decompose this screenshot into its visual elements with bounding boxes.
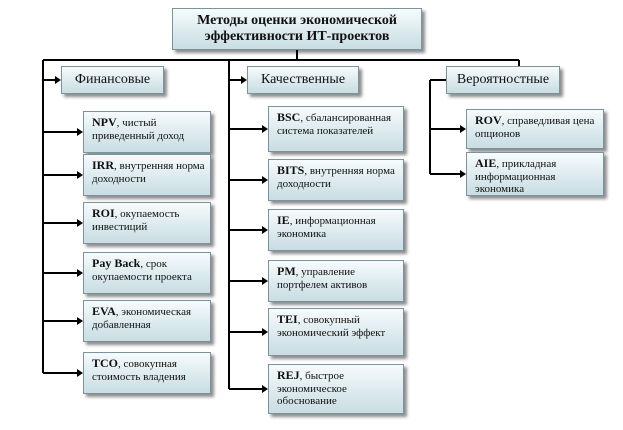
method-abbr: IRR <box>92 158 115 172</box>
category-probabilistic-label: Вероятностные <box>456 72 550 87</box>
category-qualitative-label: Качественные <box>260 72 346 87</box>
financial-arrow-2-arrowhead <box>77 219 83 227</box>
financial-arrow-5-arrowhead <box>77 369 83 377</box>
method-desc: , информационная экономика <box>277 215 376 240</box>
method-abbr: ROI <box>92 206 115 220</box>
method-desc: , прикладная информационная экономика <box>475 158 557 195</box>
root-title-text: Методы оценки экономической эффективност… <box>197 13 397 44</box>
method-abbr: NPV <box>92 115 117 129</box>
qualitative-arrow-4-arrowhead <box>262 328 268 336</box>
qualitative-arrow-0-arrowhead <box>262 125 268 133</box>
qualitative-arrow-5-arrowhead <box>262 385 268 393</box>
method-abbr: ROV <box>475 113 502 127</box>
method-desc: , совокупный экономический эффект <box>277 314 386 339</box>
method-abbr: IE <box>277 213 290 227</box>
method-box-pm: PM, управление портфелем активов <box>268 260 404 302</box>
method-desc: , чистый приведенный доход <box>92 117 185 142</box>
method-desc: , срок окупаемости проекта <box>92 258 192 283</box>
probabilistic-arrow-1-arrowhead <box>460 170 466 178</box>
qualitative-arrow-2-arrowhead <box>262 226 268 234</box>
method-box-npv: NPV, чистый приведенный доход <box>83 111 211 153</box>
arrow-to-financial-arrowhead <box>55 76 61 84</box>
method-desc: , окупаемость инвестиций <box>92 208 180 233</box>
method-abbr: EVA <box>92 304 116 318</box>
method-abbr: REJ <box>277 368 300 382</box>
method-desc: , быстрое экономическое обоснование <box>277 370 347 407</box>
method-abbr: BSC <box>277 110 301 124</box>
method-abbr: BITS <box>277 163 305 177</box>
method-box-ie: IE, информационная экономика <box>268 209 404 251</box>
method-desc: , внутренняя норма доходности <box>277 165 395 190</box>
financial-arrow-1-arrowhead <box>77 171 83 179</box>
method-box-roi: ROI, окупаемость инвестиций <box>83 202 211 244</box>
method-abbr: PM <box>277 264 296 278</box>
method-desc: , совокупная стоимость владения <box>92 358 186 383</box>
category-financial-label: Финансовые <box>74 72 151 87</box>
category-probabilistic: Вероятностные <box>446 66 560 94</box>
method-box-eva: EVA, экономическая добавленная <box>83 300 211 342</box>
method-abbr: Pay Back <box>92 256 141 270</box>
method-abbr: AIE <box>475 156 497 170</box>
method-desc: , внутренняя норма доходности <box>92 160 205 185</box>
method-box-tei: TEI, совокупный экономический эффект <box>268 308 404 356</box>
qualitative-arrow-1-arrowhead <box>262 176 268 184</box>
root-title-box: Методы оценки экономической эффективност… <box>172 8 422 50</box>
probabilistic-arrow-0-arrowhead <box>460 125 466 133</box>
financial-arrow-0-arrowhead <box>77 128 83 136</box>
arrow-to-qualitative-arrowhead <box>241 76 247 84</box>
method-box-rov: ROV, справедливая цена опционов <box>466 109 604 149</box>
method-box-bits: BITS, внутренняя норма доходности <box>268 159 404 201</box>
method-box-tco: TCO, совокупная стоимость владения <box>83 352 211 394</box>
financial-arrow-3-arrowhead <box>77 269 83 277</box>
method-desc: , справедливая цена опционов <box>475 115 595 140</box>
method-box-bsc: BSC, сбалансированная система показателе… <box>268 106 404 152</box>
category-financial: Финансовые <box>61 66 164 94</box>
method-box-aie: AIE, прикладная информационная экономика <box>466 152 604 196</box>
method-box-rej: REJ, быстрое экономическое обоснование <box>268 364 404 414</box>
method-box-payback: Pay Back, срок окупаемости проекта <box>83 252 211 294</box>
method-desc: , экономическая добавленная <box>92 306 192 331</box>
method-desc: , управление портфелем активов <box>277 266 368 291</box>
category-qualitative: Качественные <box>247 66 359 94</box>
financial-arrow-4-arrowhead <box>77 317 83 325</box>
method-abbr: TEI <box>277 312 298 326</box>
method-desc: , сбалансированная система показателей <box>277 112 392 137</box>
qualitative-arrow-3-arrowhead <box>262 277 268 285</box>
method-box-irr: IRR, внутренняя норма доходности <box>83 154 211 196</box>
method-abbr: TCO <box>92 356 119 370</box>
